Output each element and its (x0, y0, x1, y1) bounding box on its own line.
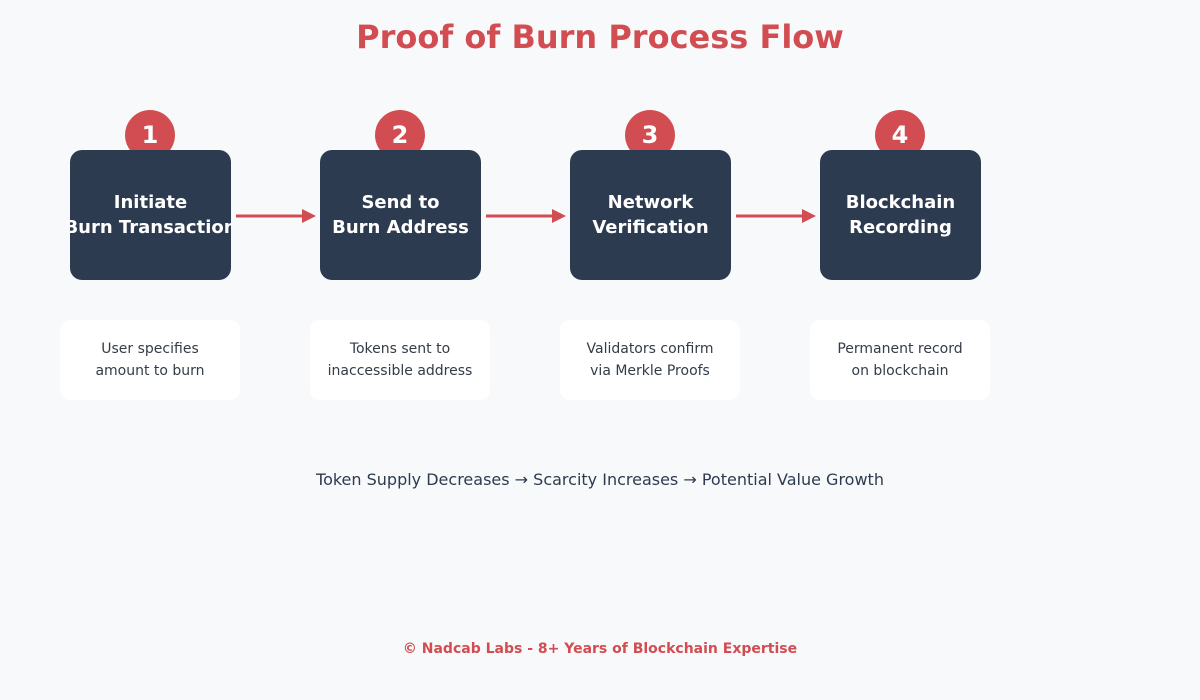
step-2-desc-line1: Tokens sent to (349, 341, 451, 357)
arrow-right-icon (486, 209, 566, 223)
step-1-desc-line1: User specifies (101, 341, 199, 357)
step-2-title-line1: Send to (361, 192, 440, 213)
step-2-desc-line2: inaccessible address (327, 363, 473, 379)
diagram-title: Proof of Burn Process Flow (356, 18, 844, 56)
footer-copyright: © Nadcab Labs - 8+ Years of Blockchain E… (402, 641, 798, 657)
step-2-box: Send to Burn Address (320, 150, 481, 280)
step-3-box: Network Verification (570, 150, 731, 280)
step-1-box: Initiate Burn Transaction (70, 150, 231, 280)
step-4-title-line2: Recording (849, 217, 952, 238)
step-4-title-line1: Blockchain (845, 192, 956, 213)
step-4-description: Permanent record on blockchain (810, 320, 990, 400)
step-3-title-line2: Verification (592, 217, 709, 238)
step-3-description: Validators confirm via Merkle Proofs (560, 320, 740, 400)
step-2-description: Tokens sent to inaccessible address (310, 320, 490, 400)
arrow-right-icon (236, 209, 316, 223)
step-4-box: Blockchain Recording (820, 150, 981, 280)
step-3-desc-line2: via Merkle Proofs (590, 363, 710, 379)
step-2-title-line2: Burn Address (332, 217, 469, 238)
step-4-desc-line1: Permanent record (837, 341, 963, 357)
arrow-right-icon (736, 209, 816, 223)
step-1-description: User specifies amount to burn (60, 320, 240, 400)
step-3-title-line1: Network (607, 192, 694, 213)
step-3-desc-line1: Validators confirm (586, 341, 714, 357)
summary-text: Token Supply Decreases → Scarcity Increa… (316, 470, 884, 489)
step-1-desc-line2: amount to burn (95, 363, 205, 379)
step-4-desc-line2: on blockchain (851, 363, 949, 379)
step-1-title-line2: Burn Transaction (70, 217, 231, 238)
step-1-title-line1: Initiate (113, 192, 188, 213)
